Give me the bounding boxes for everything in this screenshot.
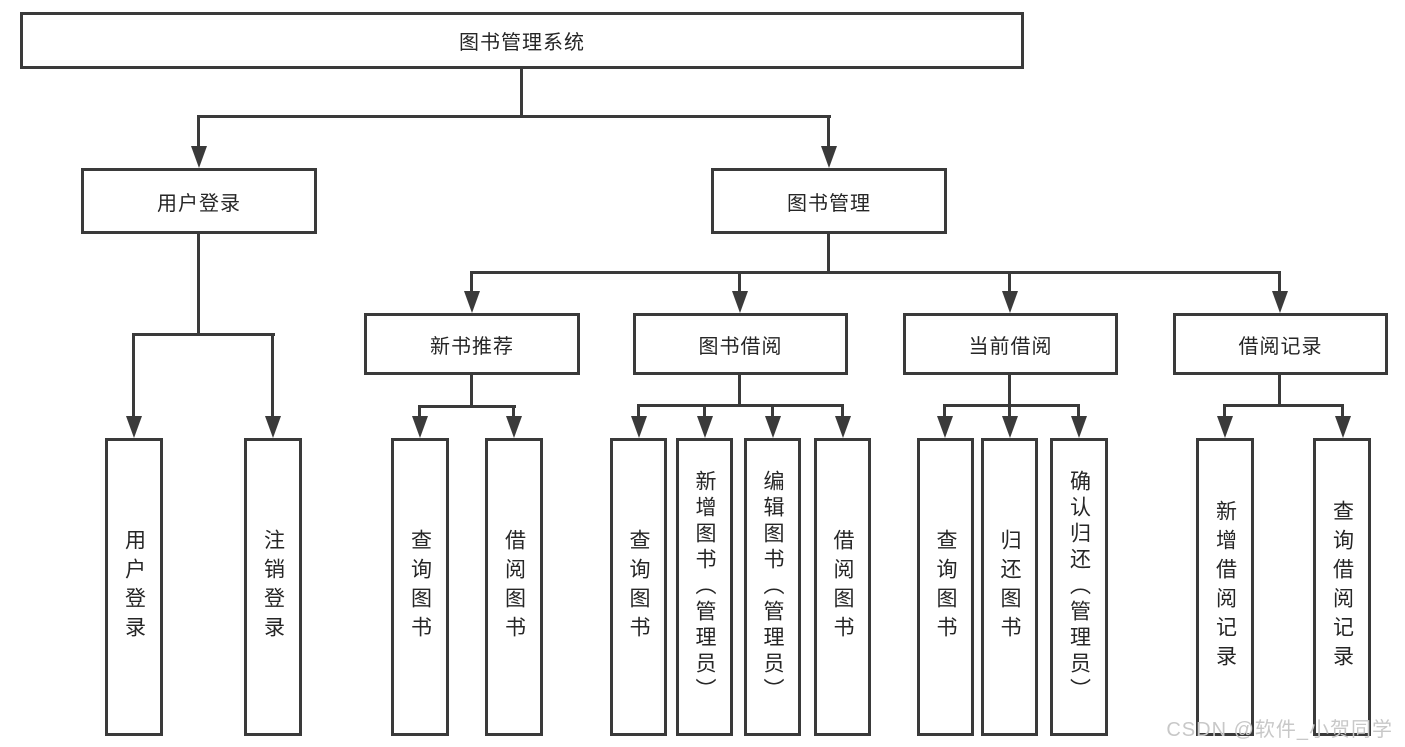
connector-line: [637, 404, 844, 407]
node-label: 新增图书（管理员）: [693, 470, 716, 704]
arrow-down-icon: [126, 416, 142, 438]
connector-line: [771, 406, 774, 418]
connector-line: [132, 335, 135, 418]
node-leaf-borrow-books: 借阅图书: [814, 438, 871, 736]
node-label: 归还图书: [998, 529, 1021, 645]
node-leaf-confirm-return-admin: 确认归还（管理员）: [1050, 438, 1108, 736]
connector-line: [271, 335, 274, 418]
connector-line: [637, 406, 640, 418]
arrow-down-icon: [191, 146, 207, 168]
arrow-down-icon: [506, 416, 522, 438]
node-leaf-logout: 注销登录: [244, 438, 302, 736]
connector-line: [197, 115, 831, 118]
node-leaf-query-books: 查询图书: [917, 438, 974, 736]
node-book-borrow: 图书借阅: [633, 313, 848, 375]
node-label: 当前借阅: [968, 335, 1053, 358]
connector-line: [703, 406, 706, 418]
node-leaf-edit-books-admin: 编辑图书（管理员）: [744, 438, 801, 736]
node-label: 编辑图书（管理员）: [761, 470, 784, 704]
arrow-down-icon: [1002, 416, 1018, 438]
node-label: 用户登录: [122, 529, 146, 645]
arrow-down-icon: [732, 291, 748, 313]
connector-line: [738, 375, 741, 406]
node-label: 图书管理: [787, 192, 871, 215]
arrow-down-icon: [765, 416, 781, 438]
node-leaf-query-books: 查询图书: [610, 438, 667, 736]
node-label: 确认归还（管理员）: [1067, 470, 1091, 704]
arrow-down-icon: [1217, 416, 1233, 438]
arrow-down-icon: [464, 291, 480, 313]
connector-line: [512, 407, 515, 418]
connector-line: [197, 234, 200, 335]
connector-line: [1278, 273, 1281, 293]
connector-line: [1223, 404, 1344, 407]
connector-line: [520, 69, 523, 117]
arrow-down-icon: [412, 416, 428, 438]
connector-line: [738, 273, 741, 293]
node-root: 图书管理系统: [20, 12, 1024, 69]
arrow-down-icon: [631, 416, 647, 438]
node-label: 新增借阅记录: [1213, 500, 1237, 674]
arrow-down-icon: [265, 416, 281, 438]
node-label: 图书管理系统: [459, 32, 585, 54]
arrow-down-icon: [1071, 416, 1087, 438]
connector-line: [132, 333, 275, 336]
node-label: 新书推荐: [430, 335, 514, 358]
node-leaf-add-borrow-record: 新增借阅记录: [1196, 438, 1254, 736]
arrow-down-icon: [937, 416, 953, 438]
connector-line: [841, 406, 844, 418]
node-label: 用户登录: [157, 192, 241, 215]
connector-line: [470, 271, 1281, 274]
connector-line: [943, 406, 946, 418]
node-leaf-return-books: 归还图书: [981, 438, 1038, 736]
connector-line: [470, 273, 473, 293]
node-label: 借阅图书: [831, 529, 854, 645]
arrow-down-icon: [821, 146, 837, 168]
arrow-down-icon: [1335, 416, 1351, 438]
node-user-login: 用户登录: [81, 168, 317, 234]
csdn-watermark: CSDN @软件_小贺同学: [1166, 719, 1393, 741]
connector-line: [1008, 375, 1011, 406]
connector-line: [197, 117, 200, 148]
connector-line: [1223, 406, 1226, 418]
node-leaf-add-books-admin: 新增图书（管理员）: [676, 438, 733, 736]
connector-line: [827, 234, 830, 273]
node-label: 借阅记录: [1238, 335, 1323, 358]
node-leaf-query-books: 查询图书: [391, 438, 449, 736]
arrow-down-icon: [697, 416, 713, 438]
connector-line: [418, 405, 516, 408]
node-label: 查询图书: [934, 529, 957, 645]
connector-line: [827, 117, 830, 148]
arrow-down-icon: [1002, 291, 1018, 313]
node-current-borrow: 当前借阅: [903, 313, 1118, 375]
node-book-management: 图书管理: [711, 168, 947, 234]
node-label: 注销登录: [261, 529, 285, 645]
connector-line: [943, 404, 1080, 407]
connector-line: [1008, 273, 1011, 293]
arrow-down-icon: [835, 416, 851, 438]
connector-line: [418, 407, 421, 418]
node-leaf-user-login: 用户登录: [105, 438, 163, 736]
node-leaf-borrow-books: 借阅图书: [485, 438, 543, 736]
connector-line: [1077, 406, 1080, 418]
node-new-book-recommend: 新书推荐: [364, 313, 580, 375]
connector-line: [1341, 406, 1344, 418]
connector-line: [1278, 375, 1281, 406]
node-leaf-query-borrow-record: 查询借阅记录: [1313, 438, 1371, 736]
node-label: 图书借阅: [698, 335, 783, 358]
node-label: 借阅图书: [502, 529, 526, 645]
connector-line: [1008, 406, 1011, 418]
node-label: 查询图书: [408, 529, 432, 645]
arrow-down-icon: [1272, 291, 1288, 313]
node-label: 查询图书: [627, 529, 650, 645]
node-label: 查询借阅记录: [1330, 500, 1354, 674]
node-borrow-records: 借阅记录: [1173, 313, 1388, 375]
connector-line: [470, 375, 473, 407]
